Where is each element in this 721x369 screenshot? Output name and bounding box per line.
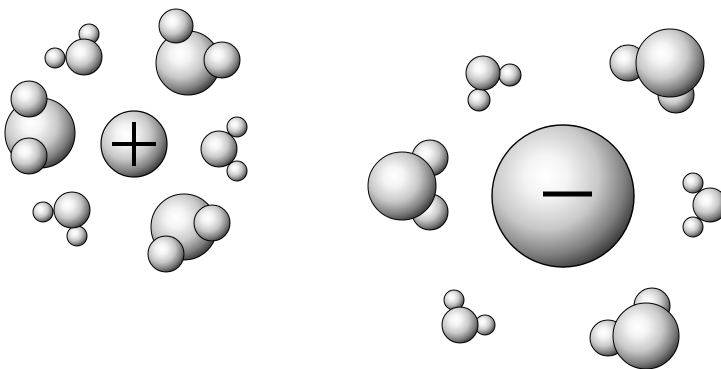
hydrogen-atom bbox=[32, 201, 54, 223]
water-molecule bbox=[155, 8, 241, 96]
oxygen-atom bbox=[612, 302, 680, 369]
water-molecule bbox=[4, 80, 76, 175]
water-molecule bbox=[609, 28, 705, 114]
water-molecule bbox=[367, 139, 449, 231]
hydrogen-atom bbox=[66, 225, 88, 247]
water-molecule bbox=[682, 172, 721, 238]
cation-group bbox=[4, 8, 248, 273]
oxygen-atom bbox=[200, 130, 238, 168]
hydrogen-atom bbox=[10, 80, 48, 118]
plus-sign-icon bbox=[112, 122, 156, 166]
water-molecule bbox=[147, 193, 231, 273]
hydrogen-atom bbox=[158, 8, 194, 44]
water-molecule bbox=[200, 116, 248, 182]
hydrogen-atom bbox=[226, 160, 248, 182]
hydrogen-atom bbox=[682, 172, 704, 194]
hydration-shell-anion bbox=[367, 28, 721, 369]
oxygen-atom bbox=[367, 151, 437, 221]
hydrogen-atom bbox=[193, 204, 231, 242]
hydrogen-atom bbox=[203, 41, 241, 79]
hydrogen-atom bbox=[226, 116, 248, 138]
hydrogen-atom bbox=[467, 88, 491, 112]
oxygen-atom bbox=[692, 187, 721, 223]
water-molecule bbox=[32, 191, 91, 247]
hydration-shell-cation bbox=[4, 8, 248, 273]
anion-group bbox=[367, 28, 721, 369]
water-molecule bbox=[589, 287, 680, 369]
hydrogen-atom bbox=[10, 137, 48, 175]
oxygen-atom bbox=[465, 55, 501, 91]
water-molecule bbox=[44, 23, 103, 76]
oxygen-atom bbox=[441, 306, 479, 344]
oxygen-atom bbox=[635, 28, 705, 98]
hydrogen-atom bbox=[147, 235, 185, 273]
hydrogen-atom bbox=[682, 216, 704, 238]
water-molecule bbox=[441, 289, 496, 344]
oxygen-atom bbox=[53, 191, 91, 229]
water-molecule bbox=[465, 55, 522, 112]
negative-ion bbox=[491, 124, 635, 268]
oxygen-atom bbox=[65, 38, 103, 76]
positive-ion bbox=[100, 110, 168, 178]
hydrogen-atom bbox=[498, 63, 522, 87]
hydrogen-atom bbox=[44, 47, 66, 69]
